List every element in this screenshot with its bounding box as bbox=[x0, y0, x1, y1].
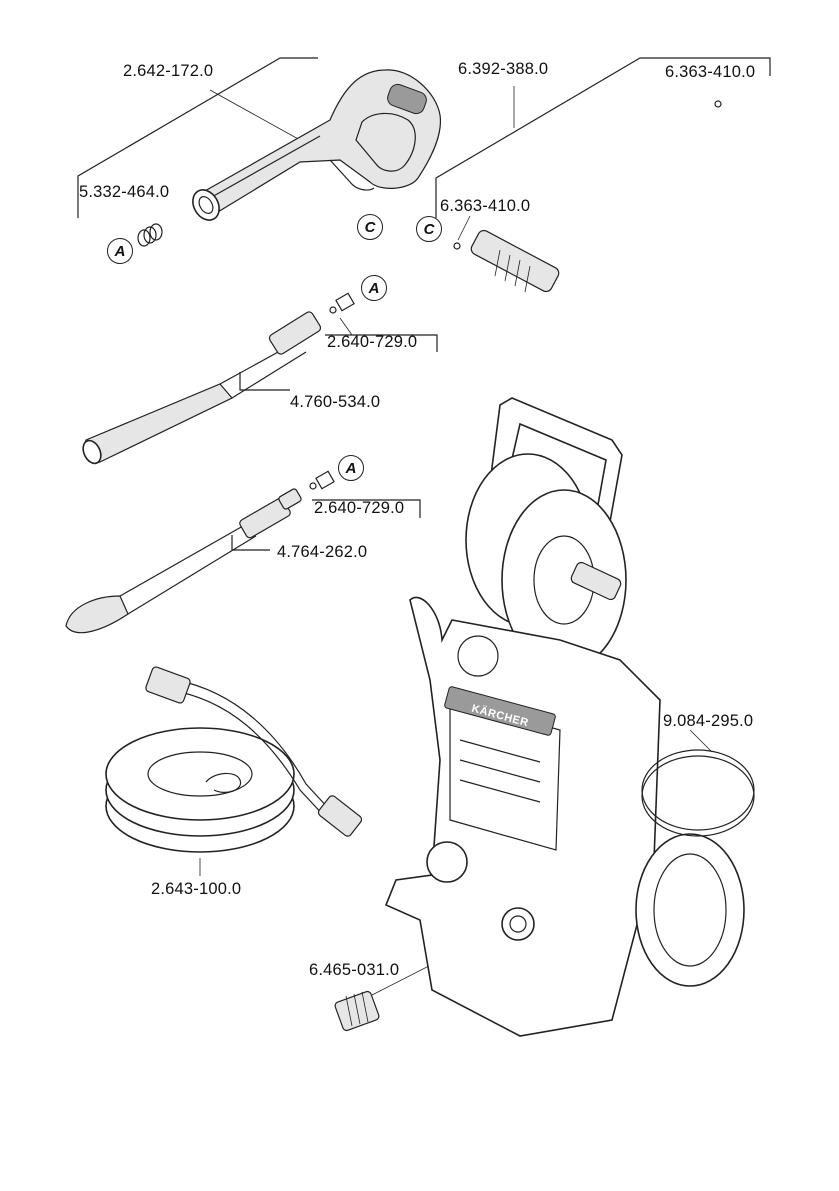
part-label-retaining-ring: 9.084-295.0 bbox=[663, 712, 754, 730]
vario-lance-drawing bbox=[82, 292, 355, 465]
part-label-dirt-blaster: 4.764-262.0 bbox=[277, 543, 368, 561]
water-inlet-drawing bbox=[334, 990, 380, 1032]
callout-a-gun: A bbox=[107, 238, 133, 264]
part-label-gun-connector: 5.332-464.0 bbox=[79, 183, 170, 201]
callout-c-gun: C bbox=[357, 214, 383, 240]
part-label-lance-o-ring-2: 2.640-729.0 bbox=[314, 499, 405, 517]
part-label-trigger-gun: 2.642-172.0 bbox=[123, 62, 214, 80]
part-label-water-inlet: 6.465-031.0 bbox=[309, 961, 400, 979]
callout-a-dirt-blaster: A bbox=[338, 455, 364, 481]
part-label-lance-o-ring-1: 2.640-729.0 bbox=[327, 333, 418, 351]
callout-a-vario: A bbox=[361, 275, 387, 301]
dirt-blaster-drawing bbox=[65, 470, 335, 634]
part-label-hp-hose: 6.392-388.0 bbox=[458, 60, 549, 78]
pressure-washer-body bbox=[384, 397, 755, 1037]
hp-hose-drawing bbox=[453, 100, 722, 298]
part-label-hose-o-ring-start: 6.363-410.0 bbox=[440, 197, 531, 215]
part-label-vario-lance: 4.760-534.0 bbox=[290, 393, 381, 411]
part-label-hose-roll: 2.643-100.0 bbox=[151, 880, 242, 898]
trigger-gun-drawing bbox=[137, 69, 442, 247]
part-label-hose-o-ring-end: 6.363-410.0 bbox=[665, 63, 756, 81]
callout-c-hose: C bbox=[416, 216, 442, 242]
hose-roll-drawing bbox=[105, 666, 363, 853]
